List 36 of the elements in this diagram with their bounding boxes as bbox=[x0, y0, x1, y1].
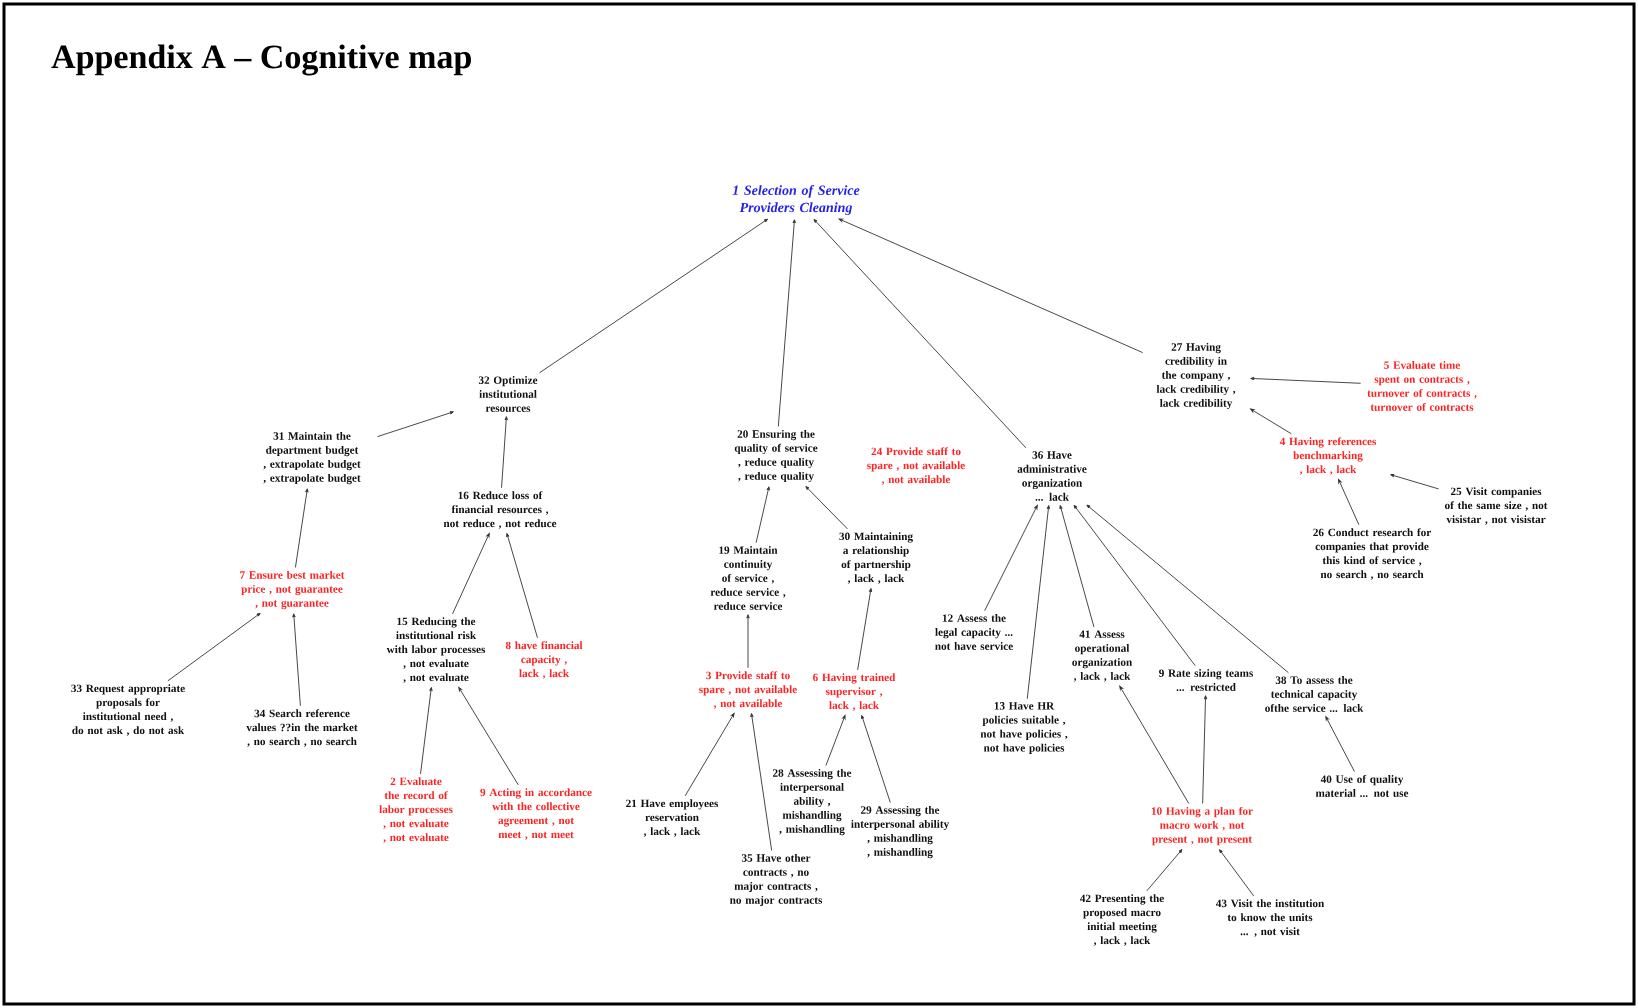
arrow bbox=[1119, 685, 1190, 804]
arrow bbox=[1146, 849, 1183, 892]
arrow bbox=[376, 411, 454, 438]
arrow bbox=[838, 218, 1144, 353]
arrow bbox=[861, 714, 891, 803]
arrow bbox=[294, 488, 309, 568]
arrow bbox=[292, 613, 301, 707]
arrow bbox=[167, 612, 261, 682]
arrow bbox=[750, 713, 773, 851]
arrow bbox=[684, 712, 735, 797]
arrow bbox=[746, 614, 750, 669]
arrow bbox=[452, 532, 490, 615]
arrow bbox=[857, 588, 873, 671]
arrow bbox=[1250, 376, 1362, 384]
arrow bbox=[1202, 695, 1208, 804]
arrow bbox=[1338, 478, 1360, 526]
arrow bbox=[777, 219, 796, 427]
arrow bbox=[1325, 716, 1355, 773]
arrow bbox=[539, 218, 769, 374]
arrow bbox=[984, 504, 1038, 612]
arrow bbox=[506, 533, 538, 639]
arrow bbox=[501, 416, 508, 489]
arrow bbox=[420, 687, 433, 775]
arrow bbox=[1026, 505, 1050, 700]
arrow bbox=[1390, 474, 1440, 490]
arrow bbox=[1073, 504, 1196, 667]
arrow bbox=[755, 486, 770, 544]
arrow bbox=[1059, 505, 1095, 628]
arrow bbox=[805, 486, 848, 530]
arrow bbox=[1219, 849, 1255, 897]
arrow bbox=[813, 218, 1027, 449]
arrow bbox=[1086, 504, 1289, 674]
arrow bbox=[458, 686, 519, 786]
arrow bbox=[1250, 408, 1292, 435]
arrow bbox=[825, 714, 846, 766]
title: Appendix A – Cognitive map bbox=[51, 44, 471, 76]
